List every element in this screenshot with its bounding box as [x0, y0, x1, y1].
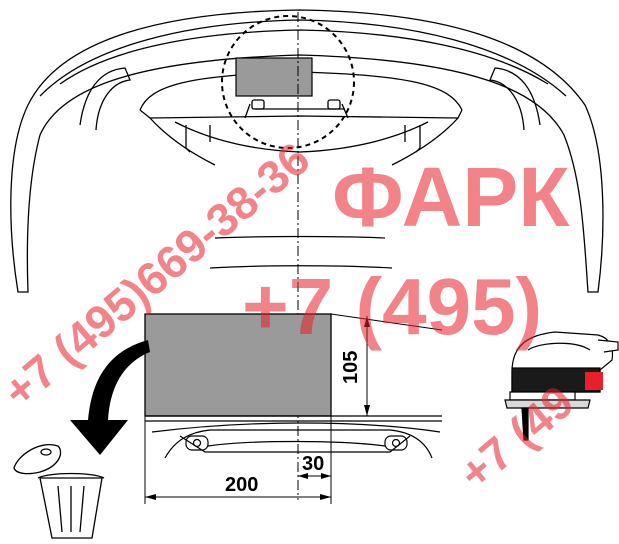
detail-circle — [221, 15, 355, 149]
dimension-lines — [144, 313, 443, 504]
dim-width-label: 200 — [225, 474, 258, 496]
cut-area-marker — [235, 57, 313, 97]
dim-offset-label: 30 — [302, 453, 324, 475]
dim-height-label: 105 — [340, 351, 362, 384]
dimension-arrows — [145, 316, 370, 500]
watermark-phone-large: +7 (495) — [242, 262, 542, 351]
curved-arrow-icon — [70, 340, 150, 455]
break-lines — [209, 235, 393, 269]
trash-bin-icon — [13, 444, 105, 539]
watermark-layer: +7 (495)669-38-36 ФАРК +7 (495) +7 (49 — [0, 132, 583, 500]
cut-rectangle — [144, 313, 332, 417]
watermark-brand: ФАРК — [332, 150, 570, 244]
bumper-lower-detail — [145, 415, 442, 459]
jigsaw-icon — [504, 331, 619, 441]
